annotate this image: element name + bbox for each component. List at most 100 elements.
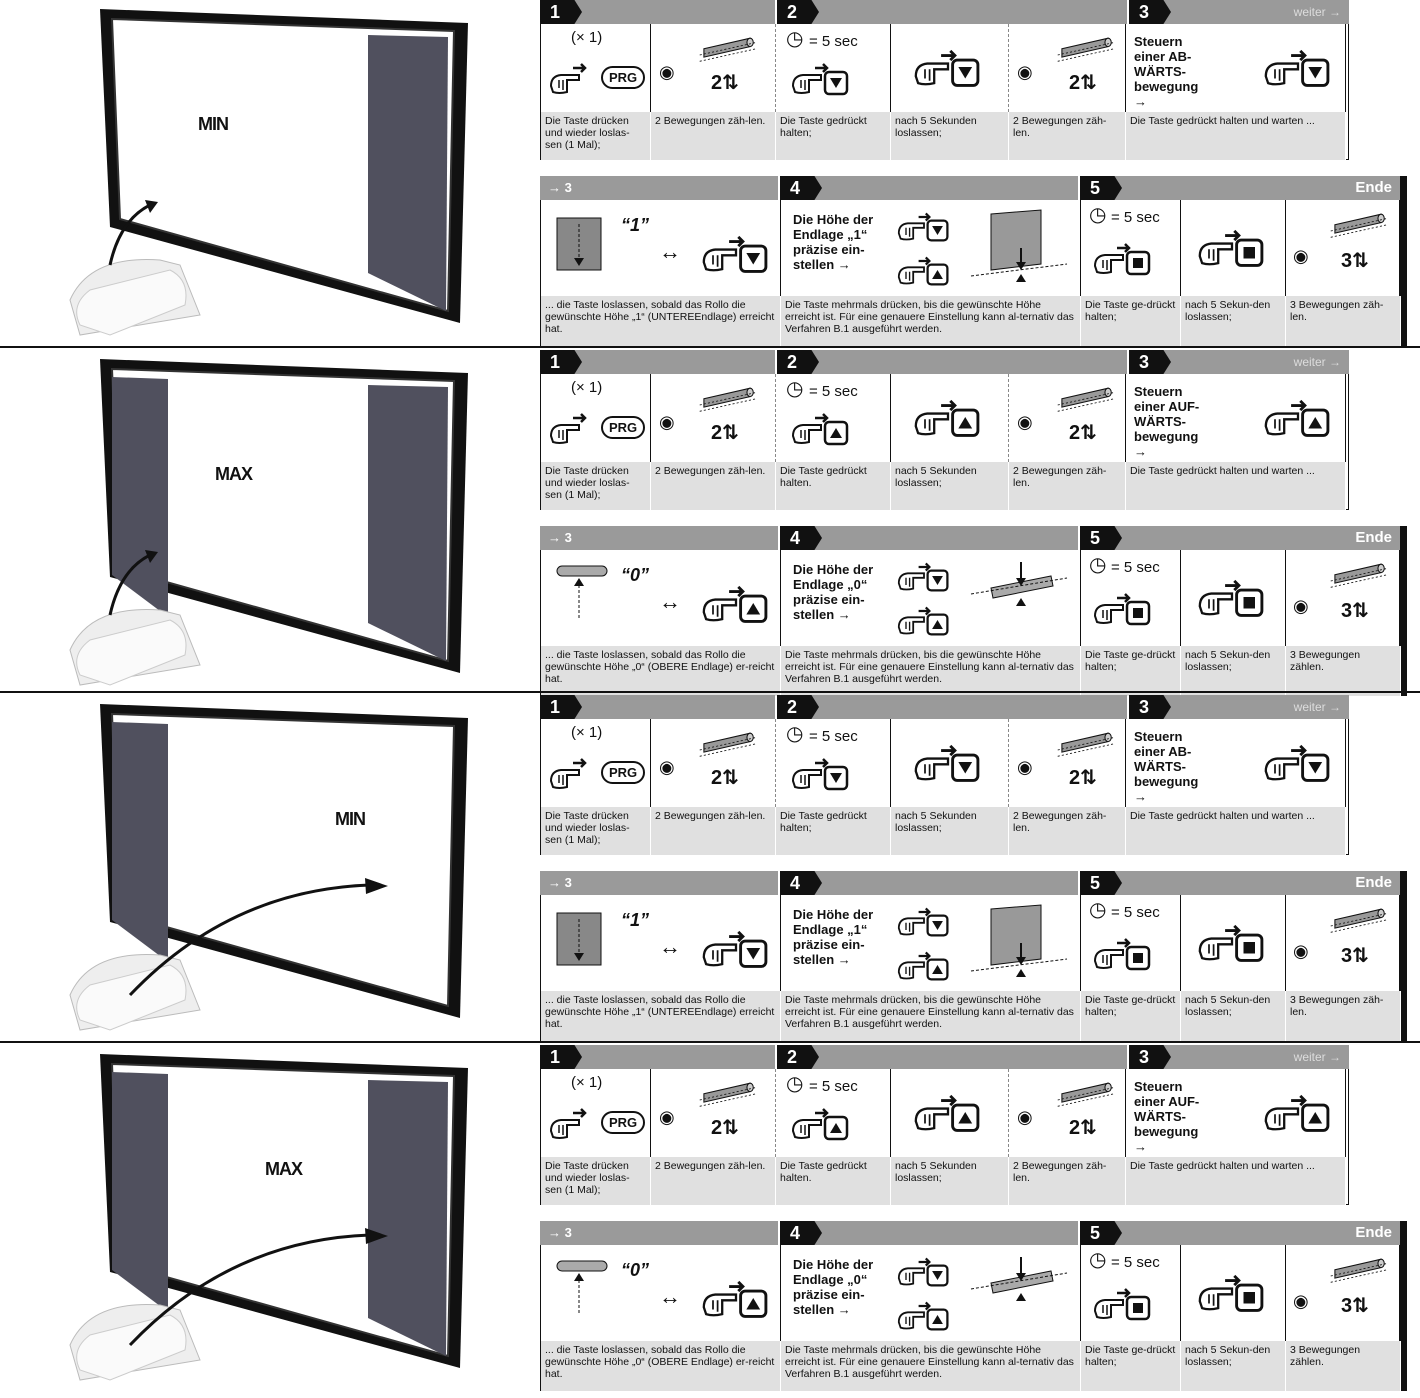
hand-button-icon [791, 1103, 851, 1143]
height-mark: “0” [621, 568, 649, 583]
clock-icon: ◷ [786, 32, 803, 47]
window-illustration: MAX [50, 1050, 520, 1385]
hand-button-icon [791, 753, 851, 793]
double-arrow-icon: ↔ [659, 939, 681, 954]
step-header: → 3 [540, 176, 778, 200]
step-number: 3 [1129, 0, 1171, 24]
movement-count: 2⇅ [711, 76, 739, 91]
screen-label: MIN [335, 812, 365, 827]
eye-icon: ◉ [1293, 941, 1309, 962]
window-drawing [50, 700, 520, 1035]
step-header: 4 [780, 526, 1078, 550]
section-divider [0, 346, 1420, 348]
step-description: Die Taste gedrückt halten. [776, 462, 891, 510]
hand-button-icon [701, 580, 771, 626]
movement-count: 2⇅ [711, 1121, 739, 1136]
step-description: ... die Taste loslassen, sobald das Roll… [541, 646, 781, 696]
roller-icon [1325, 905, 1391, 947]
step-header: → 3 [540, 526, 778, 550]
window-illustration: MAX [50, 355, 520, 690]
section-divider [0, 691, 1420, 693]
step-header: 3weiter → [1129, 1045, 1349, 1069]
hand-icon [549, 1103, 609, 1143]
step-description: ... die Taste loslassen, sobald das Roll… [541, 991, 781, 1041]
clock-icon: ◷ [1089, 903, 1106, 918]
blind-icon [549, 903, 629, 983]
hand-button-icon [1263, 739, 1333, 785]
step-number: 5 [1080, 176, 1122, 200]
section-divider [0, 1041, 1420, 1043]
step-description: Die Taste mehrmals drücken, bis die gewü… [781, 991, 1081, 1041]
press-count: (× 1) [571, 1075, 602, 1090]
step-cells: ... die Taste loslassen, sobald das Roll… [540, 550, 1400, 696]
eye-icon: ◉ [659, 412, 675, 433]
eye-icon: ◉ [1017, 757, 1033, 778]
blind-icon [549, 558, 629, 638]
step-description: nach 5 Sekunden loslassen; [891, 807, 1009, 855]
step-header: 1 [540, 0, 775, 24]
window-drawing [50, 355, 520, 690]
prg-button[interactable]: PRG [601, 761, 645, 784]
eye-icon: ◉ [659, 62, 675, 83]
step-description: 2 Bewegungen zäh-len. [1009, 807, 1126, 855]
prg-button[interactable]: PRG [601, 66, 645, 89]
hand-up-button-icon [896, 252, 952, 288]
step-number: 2 [777, 0, 819, 24]
step-cells: ... die Taste loslassen, sobald das Roll… [540, 200, 1400, 346]
hand-stop-button-icon [1197, 224, 1267, 270]
weiter-link[interactable]: weiter → [1294, 695, 1341, 719]
window-illustration: MIN [50, 5, 520, 340]
timer-label: = 5 sec [809, 34, 858, 49]
end-label: Ende [1355, 176, 1392, 200]
steps-row-top: 123weiter →Die Taste drücken und wieder … [540, 350, 1355, 510]
double-arrow-icon: ↔ [659, 1289, 681, 1304]
step-header: → 3 [540, 871, 778, 895]
steps-row-top: 12 3 weiter →Die Taste drücken und wieder … [540, 0, 1355, 160]
step-cells: Die Taste drücken und wieder loslas-sen … [540, 374, 1349, 510]
step-number: 5 [1080, 526, 1122, 550]
step-description: 2 Bewegungen zäh-len. [651, 462, 776, 510]
hand-up-button-icon [896, 602, 952, 638]
step-cells: Die Taste drücken und wieder loslas-sen … [540, 24, 1349, 160]
height-mark: “0” [621, 1263, 649, 1278]
end-label: Ende [1355, 871, 1392, 895]
continue-label: → 3 [548, 176, 572, 200]
step-cells: Die Taste drücken und wieder loslas-sen … [540, 719, 1349, 855]
step-number: 4 [780, 871, 822, 895]
step4-title: Die Höhe der Endlage „1“ präzise ein-ste… [793, 907, 883, 967]
step-description: ... die Taste loslassen, sobald das Roll… [541, 1341, 781, 1391]
screen-label: MAX [265, 1162, 302, 1177]
prg-button[interactable]: PRG [601, 1111, 645, 1134]
roller-icon [1325, 210, 1391, 252]
step3-title: Steuern einer AUF-WÄRTS-bewegung → [1134, 384, 1214, 459]
step-header: 5 Ende [1080, 526, 1400, 550]
hand-button-icon [701, 1275, 771, 1321]
prg-button[interactable]: PRG [601, 416, 645, 439]
weiter-link[interactable]: weiter → [1294, 1045, 1341, 1069]
step-description: Die Taste mehrmals drücken, bis die gewü… [781, 646, 1081, 696]
hand-button-icon [913, 739, 983, 785]
timer-label: = 5 sec [809, 729, 858, 744]
weiter-link[interactable]: weiter → [1294, 350, 1341, 374]
clock-icon: ◷ [1089, 208, 1106, 223]
eye-icon: ◉ [1017, 412, 1033, 433]
step-header: 1 [540, 695, 775, 719]
step-description: nach 5 Sekunden loslassen; [891, 1157, 1009, 1205]
step-description: 2 Bewegungen zäh-len. [651, 1157, 776, 1205]
step-header: 5 Ende [1080, 176, 1400, 200]
end-label: Ende [1355, 1221, 1392, 1245]
step-description: 3 Bewegungen zählen. [1286, 646, 1401, 696]
clock-icon: ◷ [786, 382, 803, 397]
step-header: 2 [777, 695, 1127, 719]
step-number: 5 [1080, 871, 1122, 895]
movement-count: 2⇅ [1069, 771, 1097, 786]
end-label: Ende [1355, 526, 1392, 550]
step-header: 3 weiter → [1129, 0, 1349, 24]
hand-icon [549, 58, 609, 98]
timer-label: = 5 sec [1111, 210, 1160, 225]
weiter-link[interactable]: weiter → [1294, 0, 1341, 24]
double-arrow-icon: ↔ [659, 594, 681, 609]
step-description: Die Taste ge-drückt halten; [1081, 646, 1181, 696]
roller-icon [695, 384, 759, 426]
step-description: nach 5 Sekun-den loslassen; [1181, 296, 1286, 346]
